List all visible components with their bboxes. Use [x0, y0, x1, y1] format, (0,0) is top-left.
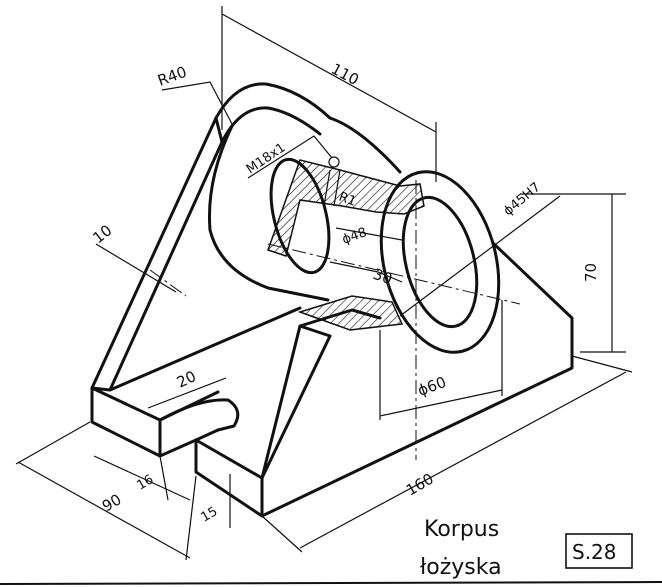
sheet-code-box — [565, 533, 633, 569]
sheet-code: S.28 — [572, 540, 617, 564]
dim-thread: M18x1 — [244, 140, 289, 177]
dim-base-width: 90 — [99, 490, 125, 515]
vertical-plate — [90, 82, 402, 392]
dim-slot-width: 20 — [174, 367, 199, 392]
dim-base-length: 160 — [403, 470, 437, 500]
base-plate — [90, 306, 574, 518]
bottom-border — [0, 581, 662, 585]
caption-line-2: łożyska — [420, 555, 502, 580]
dim-base-height: 15 — [199, 504, 221, 525]
dim-height: 70 — [582, 263, 600, 282]
dim-slot-offset: 16 — [135, 472, 157, 493]
caption-line-1: Korpus — [424, 517, 499, 542]
dim-bore-depth: 30 — [371, 265, 395, 288]
dim-length-top: 110 — [328, 60, 362, 89]
dimension-lines — [15, 6, 633, 561]
dim-plate-thickness: 10 — [89, 221, 115, 247]
dim-flange-diameter: ϕ60 — [415, 373, 448, 400]
dim-radius-small: R1 — [337, 190, 358, 210]
dim-bore-inner: ϕ48 — [340, 225, 369, 248]
center-lines — [149, 180, 521, 460]
dim-radius-top: R40 — [155, 63, 189, 90]
